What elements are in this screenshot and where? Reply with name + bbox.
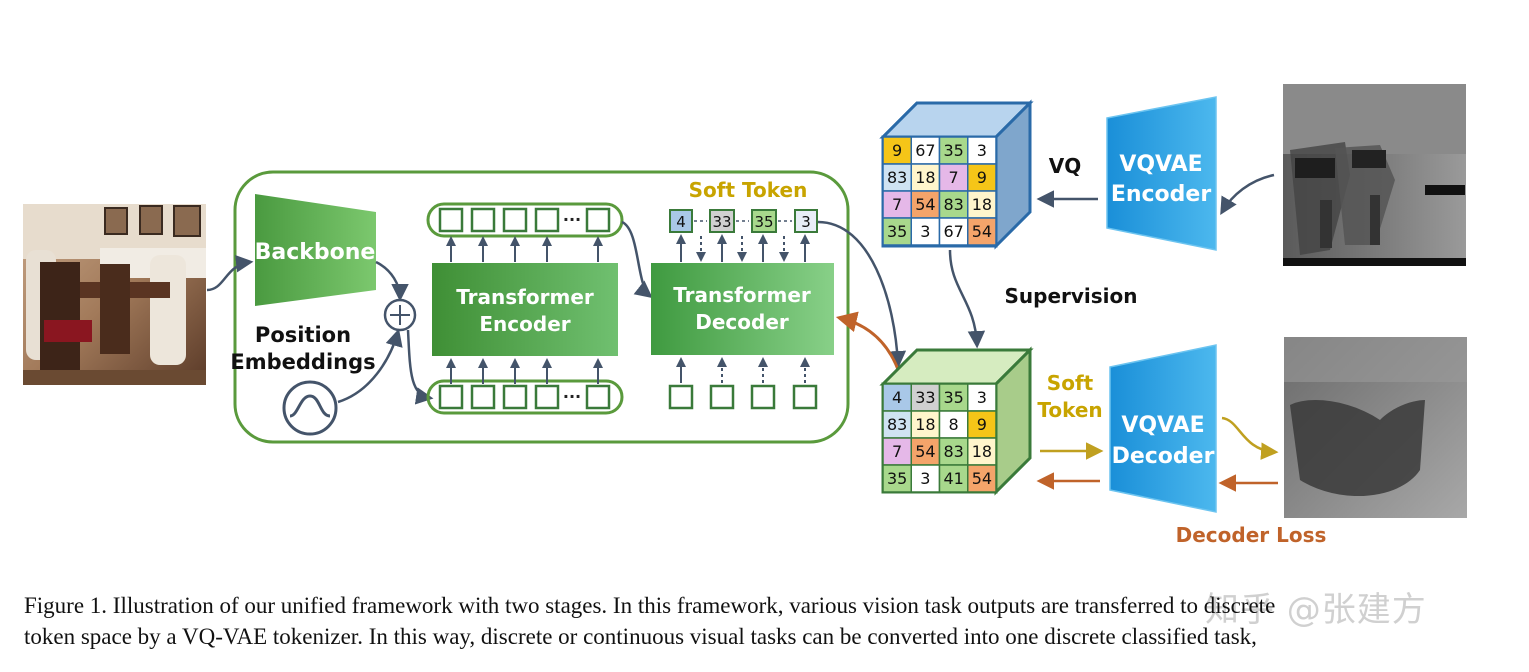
soft-token-value-3: 3: [801, 213, 811, 231]
bottom-grid-value: 35: [887, 469, 907, 488]
embeddings-label: Embeddings: [230, 350, 375, 374]
stage1-container: [233, 170, 850, 444]
soft-label: Soft: [1047, 371, 1094, 395]
vqvae-decoder-label-1: VQVAE: [1121, 413, 1204, 438]
token-label: Token: [1037, 398, 1102, 422]
transformer-decoder: Transformer Decoder: [651, 263, 834, 355]
soft-token-row: 4 33 35 3: [669, 209, 818, 233]
bottom-grid-value: 9: [977, 415, 987, 434]
bottom-grid-value: 35: [943, 388, 963, 407]
top-grid-value: 7: [892, 195, 902, 214]
vqvae-decoder: VQVAE Decoder: [1109, 344, 1217, 513]
transformer-encoder-label-1: Transformer: [456, 285, 594, 309]
vq-label: VQ: [1049, 154, 1081, 178]
sine-icon: [282, 380, 338, 436]
bottom-grid-value: 54: [915, 442, 935, 461]
bottom-grid-value: 83: [943, 442, 963, 461]
figure-caption: Figure 1. Illustration of our unified fr…: [24, 590, 1514, 652]
predicted-depth-image: [1284, 337, 1467, 518]
top-grid-value: 83: [943, 195, 963, 214]
transformer-decoder-label-1: Transformer: [673, 283, 811, 307]
bottom-grid-value: 41: [943, 469, 963, 488]
top-grid-value: 67: [915, 141, 935, 160]
soft-token-value-2: 35: [754, 213, 773, 231]
bottom-grid-cell: [882, 383, 912, 412]
top-grid-cell: [910, 217, 941, 246]
transformer-decoder-label-2: Decoder: [695, 310, 789, 334]
backbone-label: Backbone: [255, 240, 376, 265]
watermark: 知乎 @张建方: [1205, 590, 1427, 630]
bottom-grid-cell: [967, 410, 997, 439]
bottom-grid-value: 4: [892, 388, 902, 407]
soft-token-value-1: 33: [712, 213, 731, 231]
top-grid-value: 18: [915, 168, 935, 187]
soft-token-value-0: 4: [676, 213, 686, 231]
bottom-grid-cell: [910, 383, 941, 412]
top-grid-value: 35: [943, 141, 963, 160]
top-grid-value: 67: [943, 222, 963, 241]
encoder-input-tokens: ···: [426, 379, 624, 415]
top-grid-value: 54: [915, 195, 935, 214]
bottom-grid-value: 8: [949, 415, 959, 434]
bottom-grid-value: 54: [972, 469, 992, 488]
bottom-grid-value: 18: [972, 442, 992, 461]
top-grid-value: 35: [887, 222, 907, 241]
bottom-grid-cell: [967, 464, 997, 493]
bottom-grid-value: 18: [915, 415, 935, 434]
bottom-grid-value: 33: [915, 388, 935, 407]
vqvae-encoder-label-2: Encoder: [1111, 182, 1212, 207]
top-grid-value: 18: [972, 195, 992, 214]
input-image: [23, 204, 206, 385]
top-grid-cell: [967, 217, 997, 246]
supervision-label: Supervision: [1004, 284, 1137, 308]
top-grid-cell: [910, 163, 941, 192]
decoder-loss-label: Decoder Loss: [1176, 523, 1327, 547]
bottom-grid-value: 3: [977, 388, 987, 407]
top-grid-value: 9: [892, 141, 902, 160]
top-grid-value: 83: [887, 168, 907, 187]
soft-token-box-2: [751, 209, 777, 233]
backbone-block: Backbone: [255, 194, 376, 306]
top-grid-cell: [938, 217, 969, 246]
soft-token-label: Soft Token: [689, 178, 808, 202]
bottom-grid-value: 3: [920, 469, 930, 488]
svg-text:···: ···: [563, 387, 581, 406]
bottom-grid-value: 7: [892, 442, 902, 461]
transformer-encoder: Transformer Encoder: [432, 263, 618, 356]
soft-token-box-1: [709, 209, 735, 233]
vqvae-encoder: VQVAE Encoder: [1106, 96, 1217, 251]
bottom-grid-cell: [938, 464, 969, 493]
top-grid-value: 54: [972, 222, 992, 241]
vqvae-decoder-label-2: Decoder: [1112, 444, 1215, 469]
soft-token-box-3: [794, 209, 818, 233]
bottom-grid-value: 83: [887, 415, 907, 434]
add-icon: [383, 298, 417, 332]
top-grid-cell: [882, 136, 912, 165]
position-label: Position: [255, 323, 351, 347]
encoder-output-tokens: ···: [426, 202, 624, 238]
top-grid-cell: [910, 190, 941, 219]
framework-diagram: Backbone Position Embeddings Transformer…: [23, 84, 1467, 547]
bottom-grid-cell: [967, 437, 997, 466]
top-grid-value: 3: [920, 222, 930, 241]
top-grid-value: 3: [977, 141, 987, 160]
decoder-query-tokens: [668, 384, 818, 410]
caption-line-1: Figure 1. Illustration of our unified fr…: [24, 593, 1276, 618]
top-grid-value: 7: [949, 168, 959, 187]
soft-token-box-0: [669, 209, 693, 233]
top-grid-cell: [967, 136, 997, 165]
svg-text:···: ···: [563, 210, 581, 229]
caption-line-2: token space by a VQ-VAE tokenizer. In th…: [24, 624, 1257, 649]
top-grid-cell: [938, 190, 969, 219]
transformer-encoder-label-2: Encoder: [479, 312, 570, 336]
top-grid-value: 9: [977, 168, 987, 187]
top-grid-cell: [967, 163, 997, 192]
bottom-grid-cell: [882, 464, 912, 493]
vqvae-encoder-label-1: VQVAE: [1119, 152, 1202, 177]
depth-image: [1283, 84, 1466, 266]
